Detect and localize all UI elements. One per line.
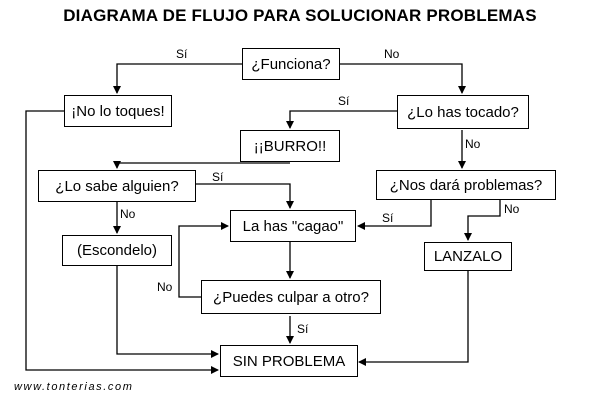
edge-funciona-si <box>113 63 242 94</box>
edge-label-tocado-si: Sí <box>338 94 350 108</box>
node-lo-sabe-alguien: ¿Lo sabe alguien? <box>38 170 196 202</box>
node-lanzalo: LANZALO <box>424 242 512 271</box>
edge-label-problemas-si: Sí <box>382 211 394 225</box>
edge-lanzalo-sin <box>358 271 469 366</box>
node-escondelo: (Escondelo) <box>62 235 172 266</box>
edge-escondelo-sin <box>116 266 219 358</box>
node-la-has-cagao: La has "cagao" <box>230 210 356 242</box>
edge-notoques-sin <box>25 110 219 374</box>
edge-label-culpar-si: Sí <box>297 322 309 336</box>
edge-label-problemas-no: No <box>504 202 520 216</box>
node-funciona: ¿Funciona? <box>242 48 340 80</box>
edge-label-sabe-si: Sí <box>212 170 224 184</box>
footer-website: www.tonterias.com <box>14 381 134 393</box>
edge-label-funciona-si: Sí <box>176 47 188 61</box>
edge-label-funciona-no: No <box>384 47 400 61</box>
edge-culpar-no <box>178 222 229 298</box>
node-no-lo-toques: ¡No lo toques! <box>64 95 172 127</box>
diagram-title: DIAGRAMA DE FLUJO PARA SOLUCIONAR PROBLE… <box>63 6 537 25</box>
edge-problemas-no <box>464 200 501 241</box>
edge-tocado-si <box>286 110 397 129</box>
edge-funciona-no <box>340 63 466 94</box>
edge-problemas-si <box>357 200 432 230</box>
node-sin-problema: SIN PROBLEMA <box>220 345 358 377</box>
node-nos-dara-problemas: ¿Nos dará problemas? <box>376 170 556 200</box>
edge-label-tocado-no: No <box>465 137 481 151</box>
node-culpar-a-otro: ¿Puedes culpar a otro? <box>201 280 381 314</box>
node-lo-has-tocado: ¿Lo has tocado? <box>397 95 529 129</box>
edge-label-culpar-no: No <box>157 280 173 294</box>
node-burro: ¡¡BURRO!! <box>240 130 340 162</box>
edge-sabe-si <box>196 183 294 209</box>
edge-burro-sabe <box>113 161 290 169</box>
edge-label-sabe-no: No <box>120 207 136 221</box>
